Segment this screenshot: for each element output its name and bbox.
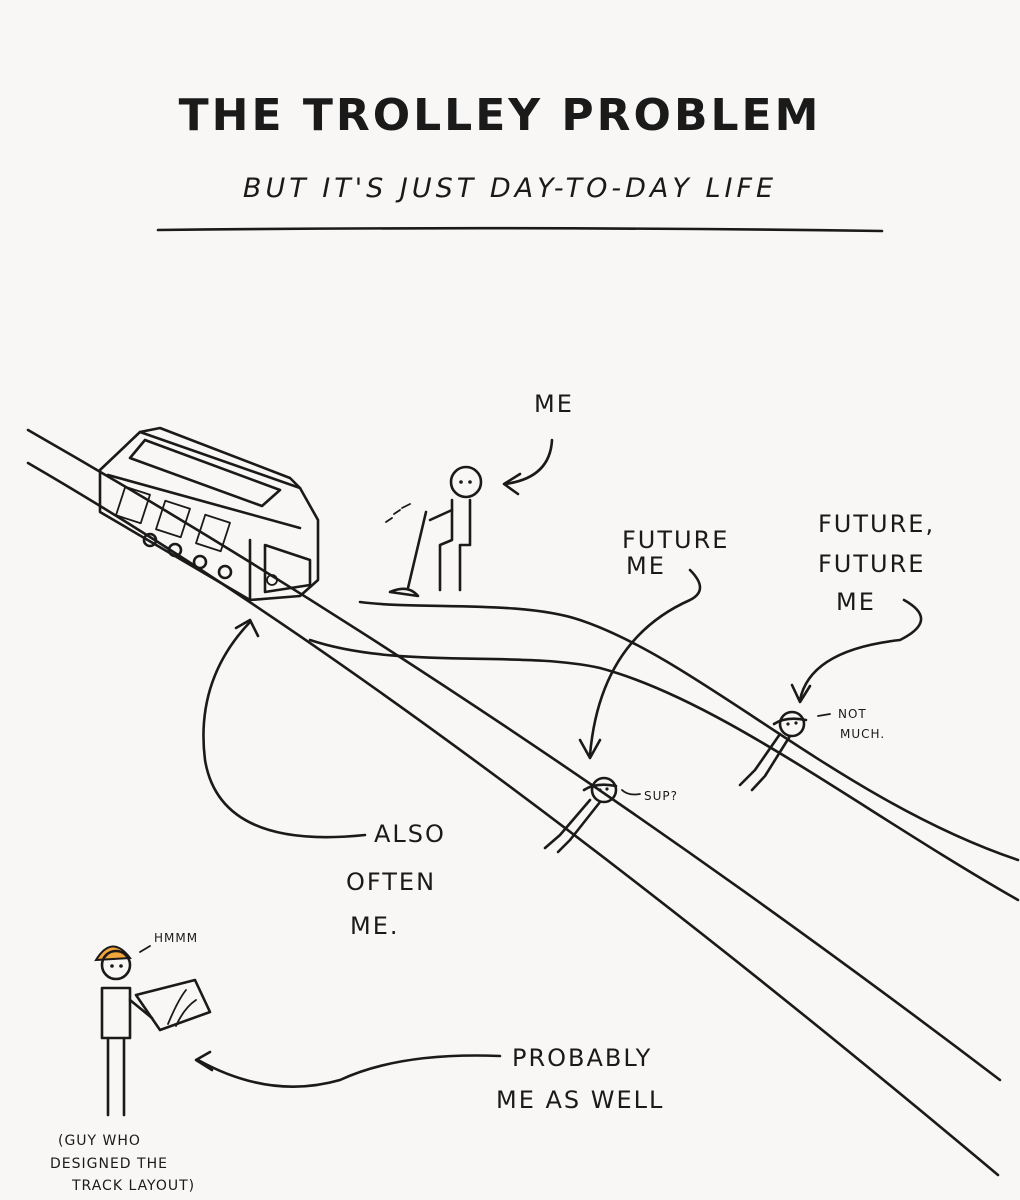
arrow-to-me [502,438,554,496]
label-also-often-me-3: ME. [350,912,400,940]
label-future-future-me-2: FUTURE [818,550,925,578]
label-probably-me-1: PROBABLY [512,1044,652,1072]
hmmm-tick [139,945,151,953]
track-blueprint [134,978,212,1032]
future-future-me-figure [738,710,808,792]
label-future-future-me-1: FUTURE, [818,510,935,538]
label-designer-2: DESIGNED THE [50,1156,168,1172]
label-me: ME [534,390,574,418]
arrow-to-designer [194,1050,502,1088]
comic-title: THE TROLLEY PROBLEM [179,90,822,141]
sup-tick [621,789,641,796]
label-designer-3: TRACK LAYOUT) [71,1178,195,1194]
label-future-me-2: ME [626,552,666,580]
label-future-future-me-3: ME [836,588,876,616]
label-also-often-me-1: ALSO [374,820,446,848]
label-future-me-1: FUTURE [622,526,729,554]
future-me-figure [543,776,618,854]
branch-track [308,600,1020,902]
designer-figure [94,945,154,1117]
label-designer-1: (GUY WHO [58,1133,141,1149]
speech-hmmm: HMMM [154,931,198,945]
speech-not-much-1: NOT [838,707,867,721]
arrow-to-also-often-me [202,618,367,839]
speech-sup: SUP? [644,789,678,803]
trolley [98,426,320,602]
me-figure [428,465,483,592]
lever [385,503,428,598]
speech-not-much-2: MUCH. [840,727,885,741]
arrow-to-future-future-me [790,598,923,704]
not-much-tick [817,713,831,717]
label-probably-me-2: ME AS WELL [496,1086,664,1114]
arrow-to-future-me [578,568,702,760]
comic-subtitle: BUT IT'S JUST DAY-TO-DAY LIFE [243,173,777,204]
label-also-often-me-2: OFTEN [346,868,436,896]
subtitle-underline [156,226,884,233]
